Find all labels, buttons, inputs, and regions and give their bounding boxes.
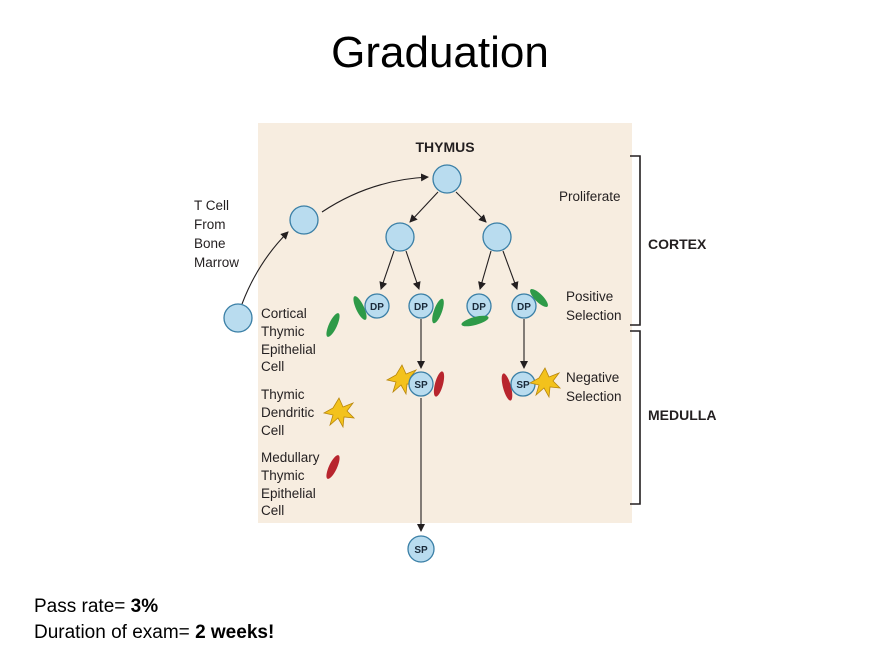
entering-t-cell [289,205,319,235]
medulla-bracket [630,330,641,505]
legend-medullary-line3: Epithelial [261,486,316,501]
legend-cortical-epithelial-icon [326,313,340,337]
entry-to-thymus-arrow [321,173,429,213]
t-cell-origin-line2: From [194,217,226,232]
legend-dendritic-line2: Dendritic [261,405,315,420]
negative-selection-line1: Negative [566,370,619,385]
thymus-top-cell [432,164,462,194]
dp-cell-4-label: DP [517,302,531,313]
dp-cell-2-label: DP [414,302,428,313]
cortex-bracket [630,155,641,326]
thymus-label: THYMUS [415,139,474,155]
legend-cortical-line2: Thymic [261,324,305,339]
t-cell-origin-line1: T Cell [194,198,229,213]
sp-cell-left [408,371,434,397]
dp-cell-3-label: DP [472,302,486,313]
dp-cell-1 [364,293,390,319]
cortical-epithelial-cell [432,298,444,324]
legend-cortical-line1: Cortical [261,306,307,321]
medullary-epithelial-cell [501,373,513,401]
medullary-epithelial-cell [433,371,445,397]
exported-sp-cell-label: SP [414,545,428,556]
legend-cortical-line4: Cell [261,359,284,374]
legend-cortical-line3: Epithelial [261,342,316,357]
legend-dendritic-icon [323,397,355,428]
marrow-to-cell-arrow [241,231,289,305]
positive-selection-line1: Positive [566,289,613,304]
legend-medullary-line4: Cell [261,503,284,518]
legend-medullary-line2: Thymic [261,468,305,483]
bone-marrow-t-cell [223,303,253,333]
proliferated-cell-right [482,222,512,252]
dp-cell-2 [408,293,434,319]
proliferated-cell-left [385,222,415,252]
sp-cell-left-label: SP [414,380,428,391]
slide-title: Graduation [331,28,549,77]
legend-dendritic-line1: Thymic [261,387,305,402]
cortical-epithelial-cell [353,296,367,320]
duration-value: 2 weeks! [195,622,275,643]
negative-selection-line2: Selection [566,389,622,404]
pass-rate-value: 3% [130,596,159,617]
proliferate-label: Proliferate [559,189,621,204]
split-arrow-4 [502,250,519,290]
prolif-arrow-right [455,191,487,223]
legend-dendritic-line3: Cell [261,423,284,438]
cortex-label: CORTEX [648,236,707,252]
pass-rate-line: Pass rate= 3% [34,594,274,620]
split-arrow-2 [405,250,421,290]
t-cell-origin-line4: Marrow [194,255,239,270]
split-arrow-3 [478,250,492,290]
cortical-epithelial-cell [461,315,489,327]
t-cell-origin-line3: Bone [194,236,226,251]
split-arrow-1 [379,250,395,290]
prolif-arrow-left [409,191,439,223]
duration-label: Duration of exam= [34,622,196,643]
dendritic-cell [529,367,561,398]
legend-medullary-line1: Medullary [261,450,320,465]
cortical-epithelial-cell [530,289,548,307]
dp-cell-4 [511,293,537,319]
sp-cell-right-label: SP [516,380,530,391]
duration-line: Duration of exam= 2 weeks! [34,620,274,646]
footer-notes: Pass rate= 3% Duration of exam= 2 weeks! [34,594,274,646]
exported-sp-cell [407,535,435,563]
pass-rate-label: Pass rate= [34,596,131,617]
positive-selection-line2: Selection [566,308,622,323]
legend-medullary-epithelial-icon [326,455,340,479]
dp-cell-1-label: DP [370,302,384,313]
medulla-label: MEDULLA [648,407,716,423]
